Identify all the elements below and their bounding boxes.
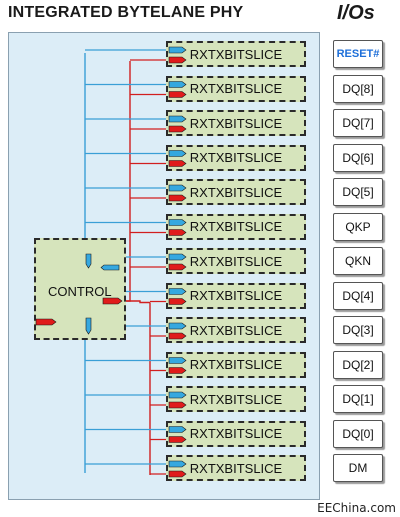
io-pin: DQ[7] [333, 109, 383, 137]
rxtxbitslice-block: RXTXBITSLICE [166, 41, 306, 67]
io-pin: QKN [333, 247, 383, 275]
blue-signal-arrow [168, 150, 187, 157]
blue-signal-arrow [168, 81, 187, 88]
red-signal-arrow [168, 194, 187, 202]
rxtxbitslice-block: RXTXBITSLICE [166, 317, 306, 343]
io-pin: DM [333, 454, 383, 482]
control-blue-arrow-top [85, 253, 92, 269]
rxtxbitslice-block: RXTXBITSLICE [166, 213, 306, 240]
rxtxbitslice-block: RXTXBITSLICE [166, 110, 306, 136]
red-signal-arrow [168, 401, 187, 409]
watermark-text: EEChina.com [317, 501, 396, 515]
io-pin: DQ[8] [333, 74, 383, 103]
red-signal-arrow [168, 367, 187, 374]
rxtxbitslice-block: RXTXBITSLICE [166, 144, 306, 171]
blue-signal-arrow [168, 115, 187, 123]
ios-title: I/Os [337, 2, 375, 24]
io-pin: QKP [333, 212, 383, 241]
io-pin: RESET# [333, 40, 383, 68]
red-signal-arrow [168, 91, 187, 98]
rxtxbitslice-block: RXTXBITSLICE [166, 420, 306, 447]
blue-signal-arrow [168, 46, 187, 54]
io-pin: DQ[6] [333, 143, 383, 172]
red-signal-arrow [168, 298, 187, 305]
io-pin: DQ[1] [333, 385, 383, 413]
io-pin: DQ[5] [333, 178, 383, 206]
blue-signal-arrow [168, 184, 187, 192]
red-signal-arrow [168, 125, 187, 133]
red-signal-arrow [168, 263, 187, 271]
control-blue-arrow-right [100, 264, 120, 271]
control-red-arrow-out [102, 297, 123, 305]
rxtxbitslice-block: RXTXBITSLICE [166, 248, 306, 274]
rxtxbitslice-block: RXTXBITSLICE [166, 351, 306, 378]
control-red-arrow-in [35, 318, 57, 326]
blue-signal-arrow [168, 460, 187, 468]
control-blue-arrow-bottom [85, 317, 92, 335]
control-label: CONTROL [48, 284, 112, 299]
blue-signal-arrow [168, 426, 187, 433]
rxtxbitslice-block: RXTXBITSLICE [166, 75, 306, 102]
rxtxbitslice-block: RXTXBITSLICE [166, 282, 306, 309]
red-signal-arrow [168, 229, 187, 236]
blue-signal-arrow [168, 322, 187, 330]
red-signal-arrow [168, 332, 187, 340]
rxtxbitslice-block: RXTXBITSLICE [166, 386, 306, 412]
red-signal-arrow [168, 436, 187, 443]
red-signal-arrow [168, 160, 187, 167]
rxtxbitslice-block: RXTXBITSLICE [166, 455, 306, 481]
red-signal-arrow [168, 470, 187, 478]
diagram-title: INTEGRATED BYTELANE PHY [8, 4, 244, 21]
blue-signal-arrow [168, 391, 187, 399]
io-pin: DQ[2] [333, 350, 383, 379]
blue-signal-arrow [168, 288, 187, 295]
red-signal-arrow [168, 56, 187, 64]
blue-signal-arrow [168, 219, 187, 226]
blue-signal-arrow [168, 357, 187, 364]
io-pin: DQ[4] [333, 281, 383, 310]
blue-signal-arrow [168, 253, 187, 261]
io-pin: DQ[0] [333, 419, 383, 448]
rxtxbitslice-block: RXTXBITSLICE [166, 179, 306, 205]
io-pin: DQ[3] [333, 316, 383, 344]
